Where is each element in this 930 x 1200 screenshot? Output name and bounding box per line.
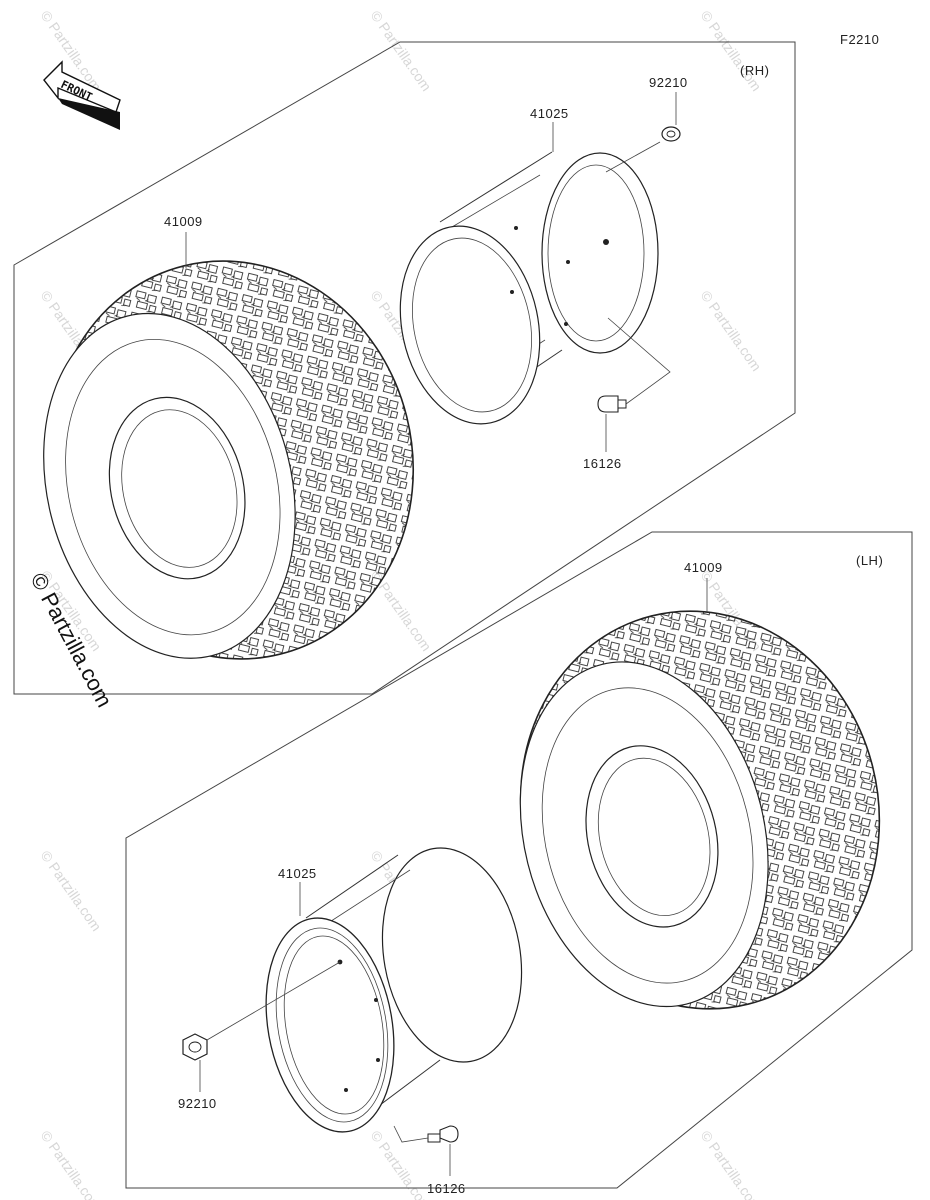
lh-valve-part-number[interactable]: 16126: [427, 1181, 466, 1196]
rh-tire-part-number[interactable]: 41009: [164, 214, 203, 229]
front-arrow-icon: FRONT: [43, 60, 121, 130]
lh-panel-border: [125, 531, 913, 1189]
lh-wheel-part-number[interactable]: 41025: [278, 866, 317, 881]
rh-nut-part-number[interactable]: 92210: [649, 75, 688, 90]
lh-valve-icon[interactable]: [427, 1125, 459, 1143]
rh-nut-icon[interactable]: [661, 126, 681, 142]
rh-nut-axis-line: [605, 141, 661, 173]
rh-panel: (RH) 41009 41025: [0, 41, 796, 699]
lh-valve-axis-line: [393, 1125, 429, 1143]
watermark: © Partzilla.com: [38, 1128, 105, 1200]
rh-valve-part-number[interactable]: 16126: [583, 456, 622, 471]
watermark: © Partzilla.com: [698, 8, 765, 94]
diagram-code: F2210: [840, 32, 879, 47]
rh-valve-axis-line: [607, 317, 671, 405]
lh-nut-icon[interactable]: [182, 1033, 208, 1061]
watermark: © Partzilla.com: [38, 848, 105, 934]
lh-panel: (LH) 41009 41025: [125, 531, 921, 1196]
lh-wheel[interactable]: [250, 837, 538, 1142]
watermark: © Partzilla.com: [368, 8, 435, 94]
lh-nut-part-number[interactable]: 92210: [178, 1096, 217, 1111]
lh-tire[interactable]: [477, 573, 921, 1048]
lh-side-label: (LH): [856, 553, 883, 568]
rh-panel-border: [13, 41, 796, 695]
rh-tire[interactable]: [0, 222, 455, 699]
rh-side-label: (RH): [740, 63, 769, 78]
lh-nut-axis-line: [206, 961, 341, 1041]
rh-wheel[interactable]: [383, 151, 659, 437]
watermark: © Partzilla.com: [698, 288, 765, 374]
watermark: © Partzilla.com: [698, 1128, 765, 1200]
rh-wheel-part-number[interactable]: 41025: [530, 106, 569, 121]
rh-valve-icon[interactable]: [597, 395, 627, 413]
lh-tire-part-number[interactable]: 41009: [684, 560, 723, 575]
